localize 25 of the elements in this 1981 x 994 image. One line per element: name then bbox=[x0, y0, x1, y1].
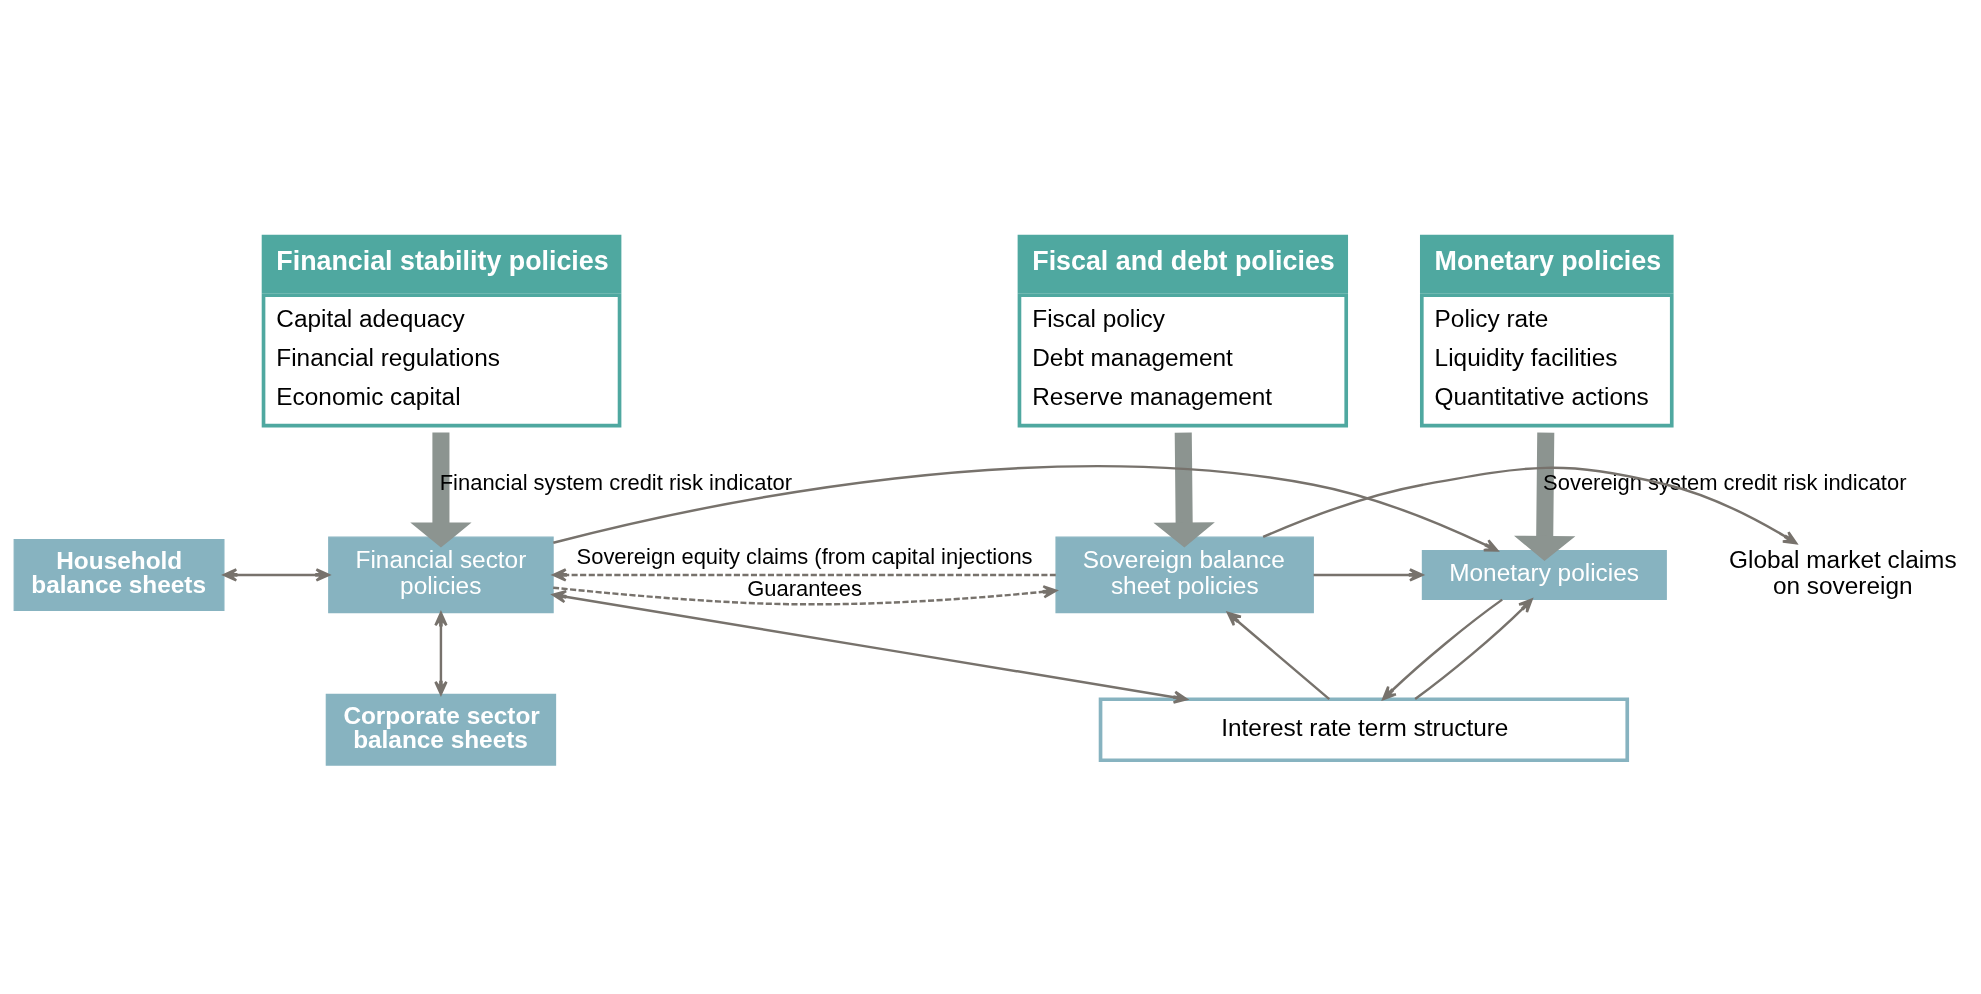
edge-label: Financial system credit risk indicator bbox=[439, 469, 793, 495]
arrow bbox=[222, 567, 330, 582]
arrow bbox=[553, 584, 1058, 605]
node-box: Household balance sheets bbox=[13, 538, 225, 611]
node-box: Corporate sector balance sheets bbox=[325, 693, 557, 766]
arrow bbox=[434, 611, 448, 695]
arrow bbox=[553, 464, 1499, 552]
arrow bbox=[1382, 598, 1503, 700]
arrow bbox=[1262, 466, 1798, 544]
arrow bbox=[552, 567, 1056, 582]
arrow bbox=[1514, 432, 1576, 561]
arrow bbox=[551, 589, 1188, 704]
node-box: Financial sector policies bbox=[328, 536, 554, 613]
arrow bbox=[1153, 432, 1215, 548]
arrow bbox=[1414, 597, 1533, 700]
node-box: Sovereign balance sheet policies bbox=[1055, 536, 1314, 613]
edge-label: Guarantees bbox=[747, 575, 862, 601]
arrow bbox=[410, 432, 472, 548]
node-text: Global market claims on sovereign bbox=[1729, 545, 1957, 599]
node-box: Monetary policies bbox=[1421, 549, 1667, 600]
edge-label: Sovereign system credit risk indicator bbox=[1543, 469, 1907, 495]
node-box: Interest rate term structure bbox=[1098, 696, 1630, 762]
arrow bbox=[1313, 567, 1424, 582]
edge-label: Sovereign equity claims (from capital injections bbox=[576, 543, 1033, 569]
arrow bbox=[1226, 611, 1331, 700]
